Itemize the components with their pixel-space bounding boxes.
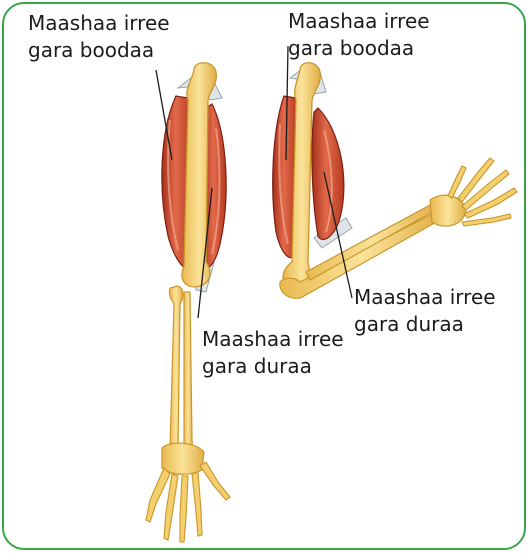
label-posterior-muscle-bent-arm: Maashaa irree gara boodaa [288,8,430,62]
wrist-straight [162,443,204,474]
label-line-2: gara duraa [354,311,496,338]
label-line-1: Maashaa irree [354,284,496,311]
ulna-straight [169,286,182,453]
label-line-2: gara boodaa [28,37,170,64]
label-line-1: Maashaa irree [202,326,344,353]
label-anterior-muscle-bent-arm: Maashaa irree gara duraa [354,284,496,338]
bent-arm [273,63,517,299]
label-anterior-muscle-straight-arm: Maashaa irree gara duraa [202,326,344,380]
straight-arm [146,63,230,542]
label-line-2: gara boodaa [288,35,430,62]
label-line-2: gara duraa [202,353,344,380]
label-line-1: Maashaa irree [288,8,430,35]
radius-straight [184,292,192,449]
label-line-1: Maashaa irree [28,10,170,37]
anterior-muscle-bent [312,108,344,239]
label-posterior-muscle-straight-arm: Maashaa irree gara boodaa [28,10,170,64]
